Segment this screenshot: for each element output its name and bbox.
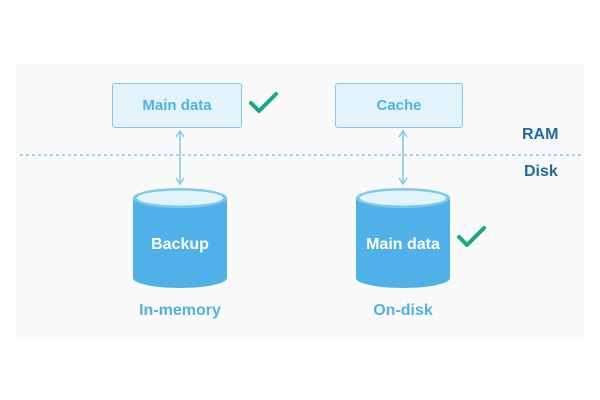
check-icon (249, 92, 278, 113)
in-memory-main-data-label: Main data (142, 97, 212, 114)
ram-tier-label: RAM (522, 126, 559, 143)
on-disk-caption: On-disk (373, 302, 433, 319)
main-data-disk-cylinder (356, 188, 450, 288)
disk-tier-label: Disk (524, 163, 558, 180)
on-disk-main-data-cylinder-label: Main data (366, 236, 440, 253)
in-memory-main-data-box: Main data (112, 83, 242, 128)
backup-disk-cylinder (133, 188, 227, 288)
diagram-panel (16, 64, 584, 340)
in-memory-caption: In-memory (139, 302, 221, 319)
on-disk-double-arrow (398, 129, 408, 186)
in-memory-double-arrow (175, 129, 185, 186)
backup-cylinder-label: Backup (151, 236, 209, 253)
on-disk-cache-box: Cache (335, 83, 463, 128)
check-icon (457, 226, 486, 247)
on-disk-cache-label: Cache (376, 97, 422, 114)
